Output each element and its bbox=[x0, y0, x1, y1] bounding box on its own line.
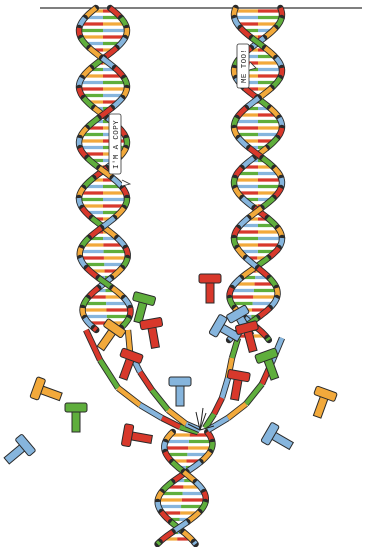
strand-segment bbox=[118, 388, 140, 405]
backbone-segment bbox=[194, 542, 196, 544]
right-strand-label: ME TOO! bbox=[241, 49, 249, 83]
backbone-segment bbox=[229, 338, 231, 340]
backbone-segment bbox=[267, 338, 269, 340]
backbone-segment bbox=[94, 328, 96, 330]
strand-segment bbox=[228, 404, 246, 418]
free-nucleotide bbox=[0, 434, 36, 469]
right-speech-bubble: ME TOO! bbox=[237, 44, 249, 88]
strand-segment bbox=[128, 330, 130, 352]
strand-segment bbox=[152, 390, 168, 410]
backbone-segment bbox=[158, 542, 160, 544]
free-nucleotide bbox=[121, 424, 153, 451]
free-nucleotide bbox=[199, 274, 221, 303]
left-bubble-pointer bbox=[122, 180, 130, 186]
double-helices bbox=[79, 8, 282, 544]
free-nucleotide bbox=[261, 422, 297, 456]
free-nucleotide bbox=[255, 348, 286, 383]
parent-helix bbox=[158, 432, 213, 544]
free-nucleotide bbox=[30, 377, 65, 408]
left-strand-label: I'M A COPY bbox=[113, 120, 121, 169]
free-nucleotide bbox=[169, 377, 191, 406]
left-speech-bubble: I'M A COPY bbox=[109, 114, 121, 174]
strand-segment bbox=[100, 360, 118, 388]
free-nucleotide bbox=[307, 386, 338, 421]
strand-segment bbox=[246, 384, 262, 404]
strand-segment bbox=[140, 372, 152, 390]
left-daughter-helix bbox=[79, 8, 131, 330]
strand-segment bbox=[140, 405, 162, 418]
left-daughter-helix-backbone-2 bbox=[79, 8, 131, 330]
free-nucleotide bbox=[140, 317, 167, 349]
strand-segment bbox=[222, 378, 228, 398]
free-nucleotide bbox=[65, 403, 87, 432]
